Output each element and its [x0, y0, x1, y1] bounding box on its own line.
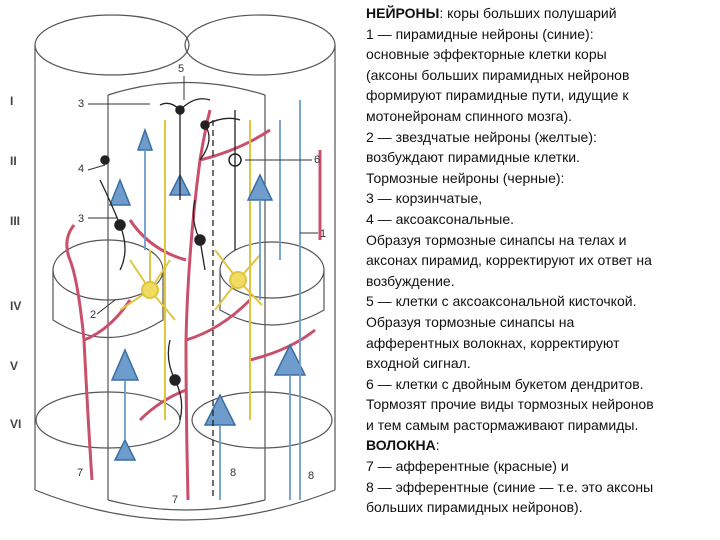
layer-label-5: V	[10, 359, 18, 373]
text-line-16: афферентных волокнах, корректируют	[366, 333, 716, 354]
cortex-neurons-diagram: I II III IV V VI 1 2 3 3 4 5 6 7 7 8 8	[0, 0, 362, 540]
label-8-mid: 8	[230, 467, 236, 479]
neurons-heading-rest: : коры больших полушарий	[439, 5, 616, 21]
text-line-3: (аксоны больших пирамидных нейронов	[366, 65, 716, 86]
fiber-line-3: больших пирамидных нейронов).	[366, 497, 716, 518]
stellate-neurons	[120, 120, 262, 420]
label-7-left: 7	[77, 467, 83, 479]
text-line-8: Тормозные нейроны (черные):	[366, 168, 716, 189]
inhibitory-neurons	[101, 106, 241, 385]
text-line-6: 2 — звездчатые нейроны (желтые):	[366, 127, 716, 148]
text-line-20: и тем самым растормаживают пирамиды.	[366, 415, 716, 436]
label-2: 2	[90, 309, 96, 321]
label-5: 5	[178, 63, 184, 75]
layer-label-2: II	[10, 154, 17, 168]
text-line-5: мотонейронам спинного мозга).	[366, 106, 716, 127]
text-line-7: возбуждают пирамидные клетки.	[366, 147, 716, 168]
layer-labels: I II III IV V VI	[10, 94, 21, 431]
label-7-bottom: 7	[172, 494, 178, 506]
number-labels: 1 2 3 3 4 5 6 7 7 8 8	[77, 63, 326, 506]
layer-label-3: III	[10, 214, 20, 228]
label-3-mid: 3	[78, 213, 84, 225]
text-line-18: 6 — клетки с двойным букетом дендритов.	[366, 374, 716, 395]
label-1: 1	[320, 228, 326, 240]
fibers-heading-rest: :	[436, 437, 440, 453]
description-panel: НЕЙРОНЫ: коры больших полушарий 1 — пира…	[366, 3, 716, 518]
label-4: 4	[78, 163, 84, 175]
layer-label-4: IV	[10, 299, 21, 313]
text-line-19: Тормозят прочие виды тормозных нейронов	[366, 394, 716, 415]
neurons-heading: НЕЙРОНЫ: коры больших полушарий	[366, 3, 716, 24]
text-line-17: входной сигнал.	[366, 353, 716, 374]
text-line-1: 1 — пирамидные нейроны (синие):	[366, 24, 716, 45]
neurons-heading-bold: НЕЙРОНЫ	[366, 5, 439, 21]
text-line-10: 4 — аксоаксональные.	[366, 209, 716, 230]
text-line-2: основные эффекторные клетки коры	[366, 44, 716, 65]
label-3-top: 3	[78, 98, 84, 110]
fiber-line-1: 7 — афферентные (красные) и	[366, 456, 716, 477]
text-line-15: Образуя тормозные синапсы на	[366, 312, 716, 333]
text-line-11: Образуя тормозные синапсы на телах и	[366, 230, 716, 251]
text-line-14: 5 — клетки с аксоаксональной кисточкой.	[366, 291, 716, 312]
label-6: 6	[314, 154, 320, 166]
text-line-13: возбуждение.	[366, 271, 716, 292]
label-8-right: 8	[308, 470, 314, 482]
afferent-fibers	[67, 110, 320, 500]
text-line-9: 3 — корзинчатые,	[366, 188, 716, 209]
fibers-heading: ВОЛОКНА:	[366, 435, 716, 456]
text-line-4: формируют пирамидные пути, идущие к	[366, 85, 716, 106]
layer-label-6: VI	[10, 417, 21, 431]
fiber-line-2: 8 — эфферентные (синие — т.е. это аксоны	[366, 477, 716, 498]
layer-label-1: I	[10, 94, 13, 108]
text-line-12: аксонах пирамид, корректируют их ответ н…	[366, 250, 716, 271]
fibers-heading-bold: ВОЛОКНА	[366, 437, 436, 453]
